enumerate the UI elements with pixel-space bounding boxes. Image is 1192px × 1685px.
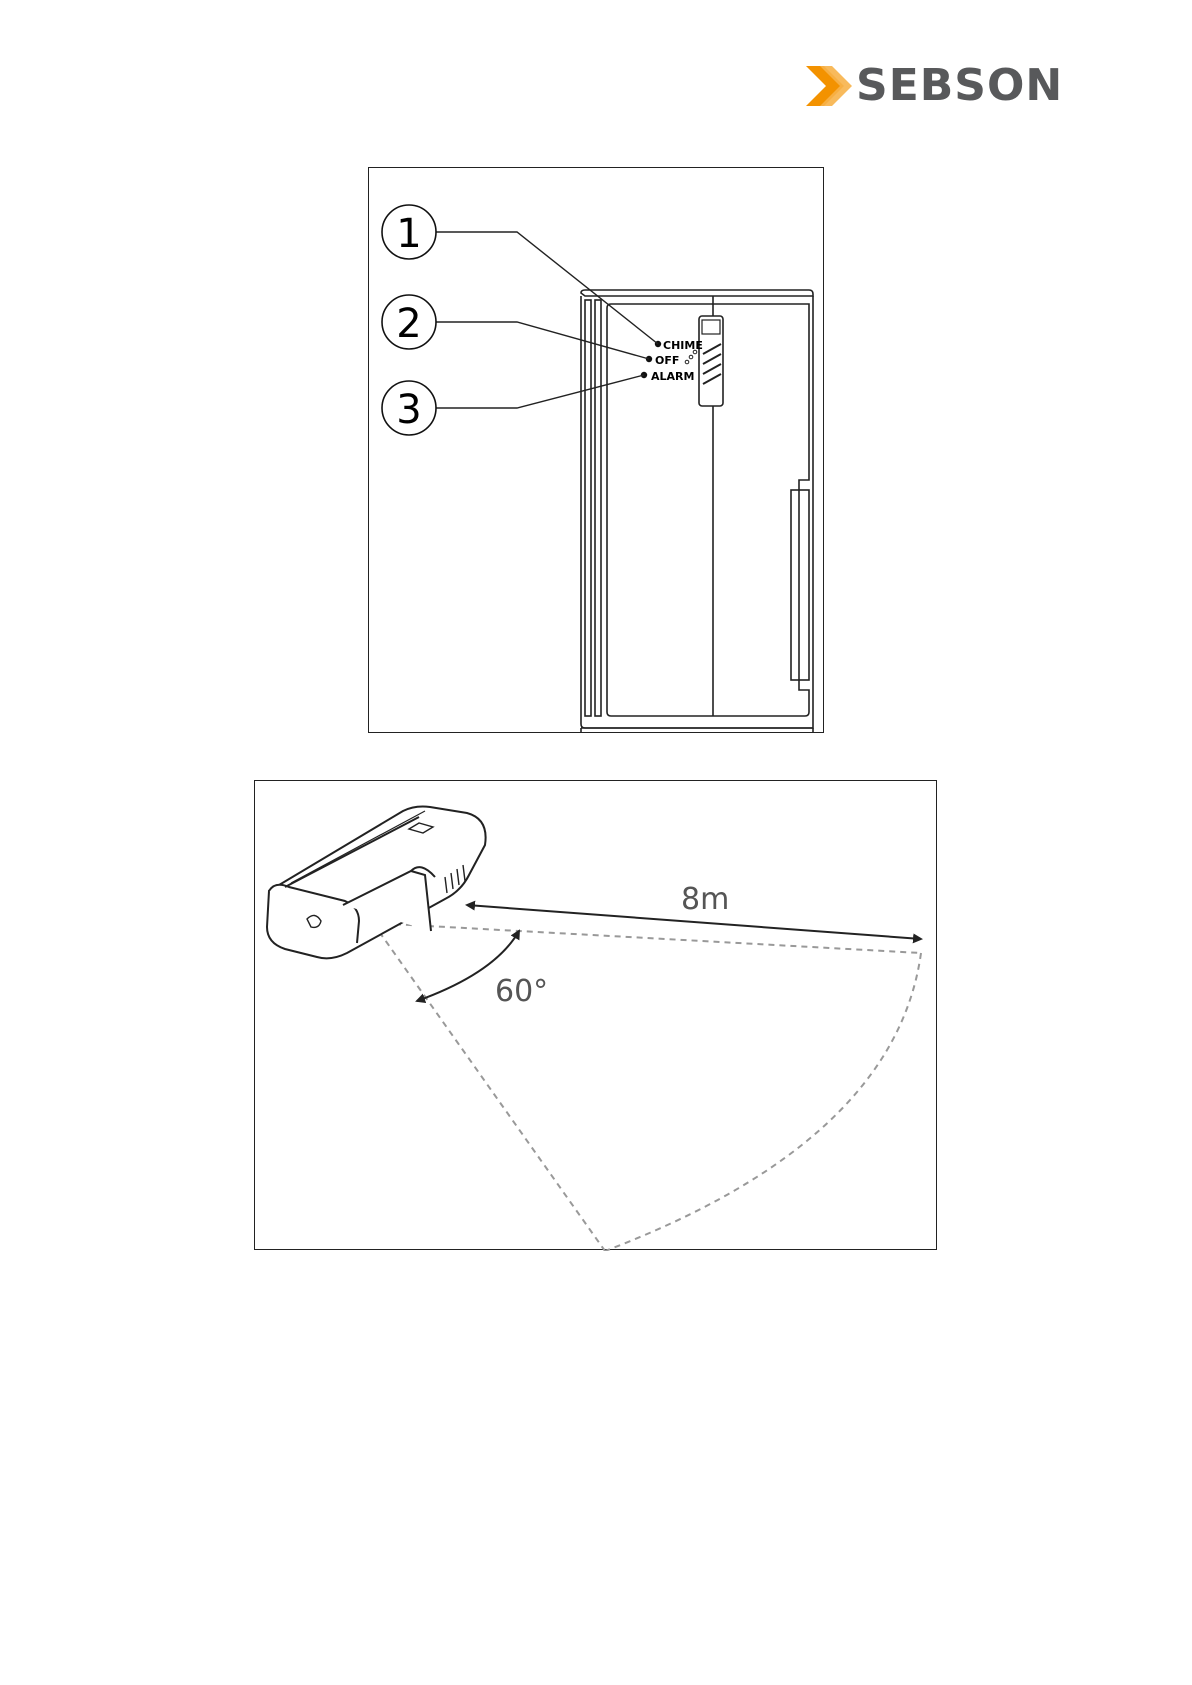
brand-name: SEBSON xyxy=(856,60,1063,112)
detection-range-diagram: 8m 60° xyxy=(255,781,938,1251)
detection-cone xyxy=(373,923,921,1251)
angle-label: 60° xyxy=(495,974,548,1009)
callout-number-2: 2 xyxy=(396,301,421,347)
motion-sensor-device xyxy=(267,807,486,959)
switch-diagram-panel: CHIME OFF ALARM 1 2 3 xyxy=(368,167,824,733)
label-alarm: ALARM xyxy=(651,370,694,383)
callout-1: 1 xyxy=(382,205,436,259)
distance-label: 8m xyxy=(681,882,729,917)
callout-number-3: 3 xyxy=(396,387,421,433)
device-housing xyxy=(581,290,813,733)
callout-number-1: 1 xyxy=(396,211,421,257)
label-off: OFF xyxy=(655,354,679,367)
chevron-arrow-icon xyxy=(802,64,854,108)
callout-3: 3 xyxy=(382,381,436,435)
callout-leader-lines xyxy=(435,232,658,408)
mode-slider-switch xyxy=(685,316,723,406)
switch-diagram: CHIME OFF ALARM 1 2 3 xyxy=(369,168,825,734)
brand-logo: SEBSON xyxy=(802,60,1052,112)
callout-2: 2 xyxy=(382,295,436,349)
label-chime: CHIME xyxy=(663,339,703,352)
detection-range-panel: 8m 60° xyxy=(254,780,937,1250)
